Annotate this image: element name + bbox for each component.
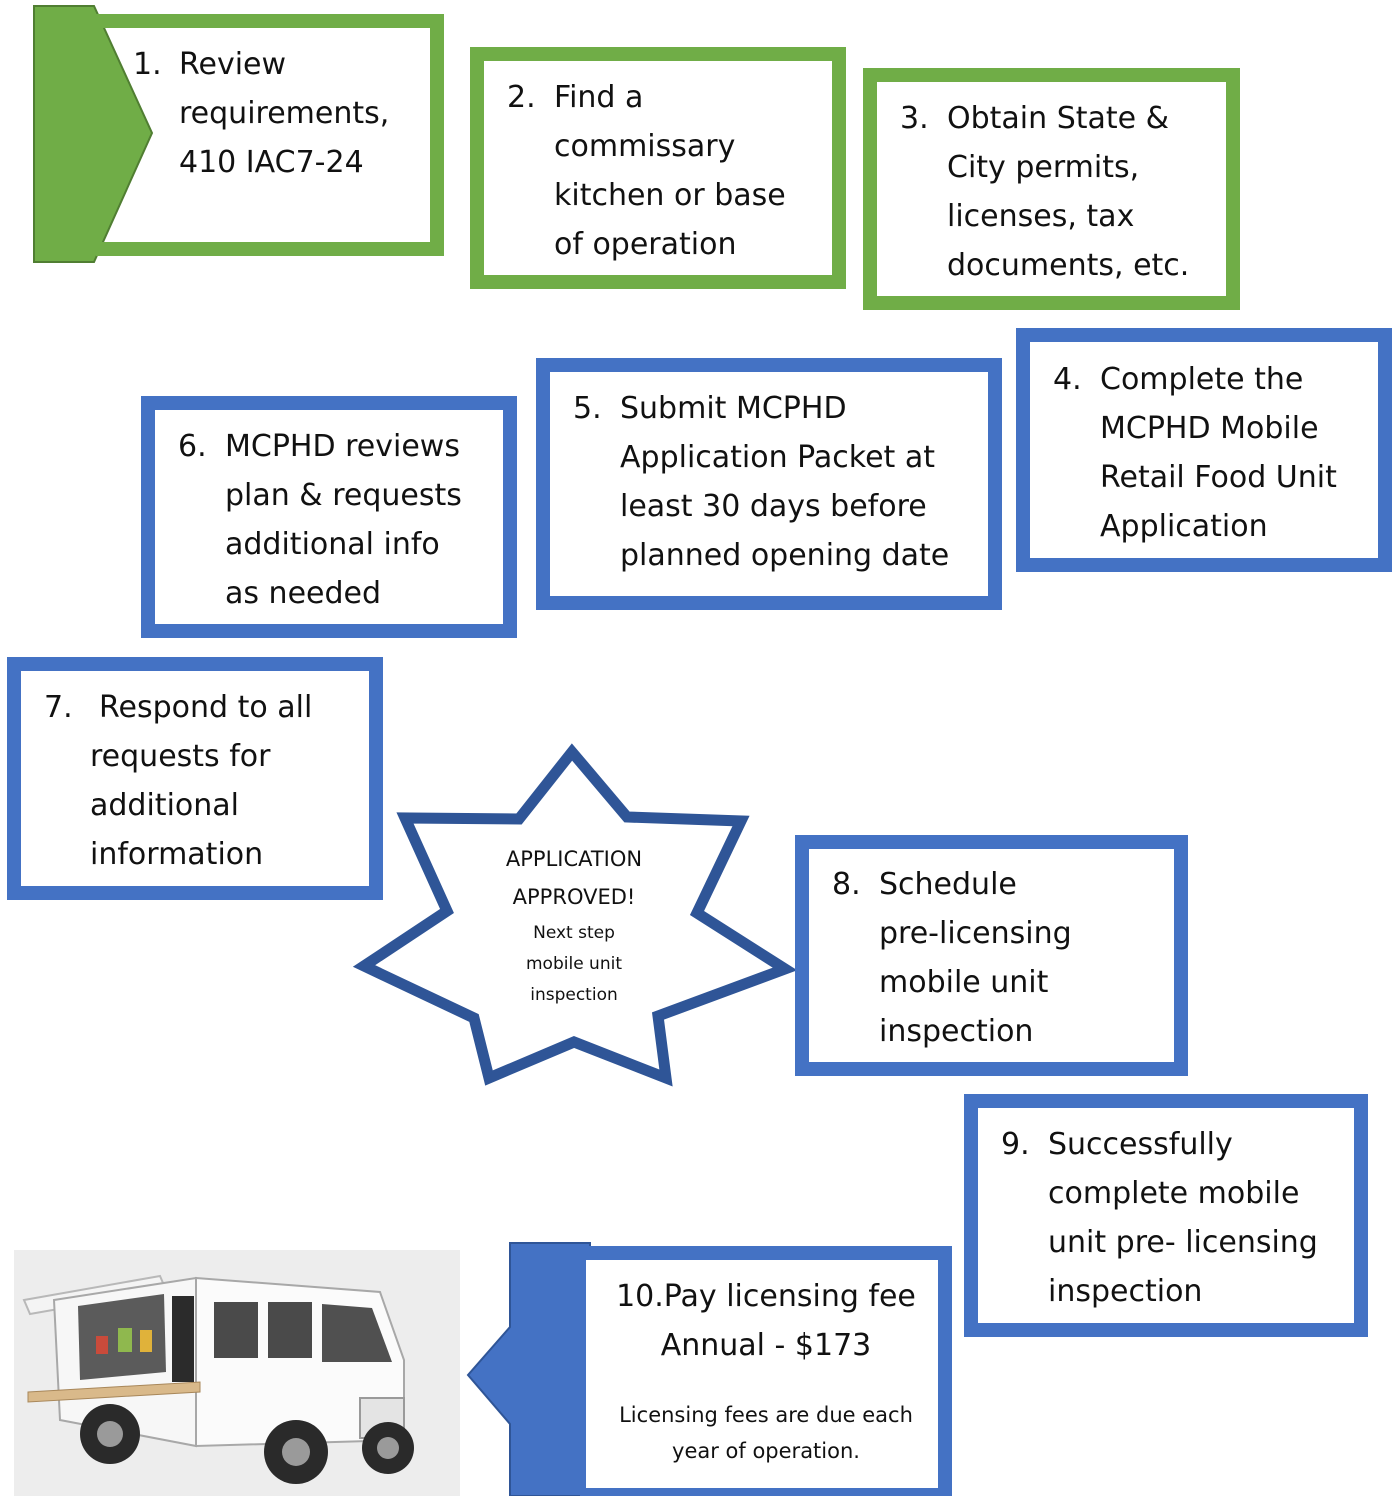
step-9: 9. Successfully complete mobile unit pre…: [1001, 1127, 1318, 1309]
step-6-box: [141, 396, 517, 638]
step-8-box: [795, 835, 1188, 1076]
fee-amount: Annual - $173: [660, 1328, 872, 1363]
fee-title: 10.Pay licensing fee: [616, 1279, 916, 1314]
step-5-box: [536, 358, 1002, 610]
step-3-box: [863, 68, 1240, 310]
step-2-box: [470, 47, 846, 289]
fee-note-1: Licensing fees are due each: [619, 1403, 913, 1427]
step-7-box: [7, 657, 383, 900]
step-2: 2. Find a commissary kitchen or base of …: [507, 80, 786, 262]
step-8: 8. Schedule pre-licensing mobile unit in…: [832, 867, 1072, 1049]
step-1: 1. Review requirements, 410 IAC7-24: [133, 47, 390, 180]
step-9-box: [964, 1094, 1368, 1337]
step-10-box: [580, 1246, 952, 1496]
step-4: 4. Complete the MCPHD Mobile Retail Food…: [1053, 362, 1337, 544]
fee-note-2: year of operation.: [672, 1439, 860, 1463]
step-3: 3. Obtain State & City permits, licenses…: [900, 101, 1190, 283]
step-5: 5. Submit MCPHD Application Packet at le…: [573, 391, 950, 573]
pentagon-arrow-icon: [466, 1242, 591, 1496]
food-truck-image: [14, 1250, 460, 1496]
step-4-box: [1016, 328, 1392, 572]
step-1-box: [96, 14, 444, 256]
step-6: 6. MCPHD reviews plan & requests additio…: [178, 429, 462, 611]
star-burst-icon: [352, 743, 798, 1087]
approval-star-text: APPLICATION APPROVED! Next step mobile u…: [505, 847, 643, 1005]
step-7: 7. Respond to all requests for additiona…: [44, 690, 313, 872]
step-10: 10.Pay licensing fee Annual - $173 Licen…: [598, 1272, 934, 1469]
chevron-arrow-icon: [33, 5, 154, 263]
